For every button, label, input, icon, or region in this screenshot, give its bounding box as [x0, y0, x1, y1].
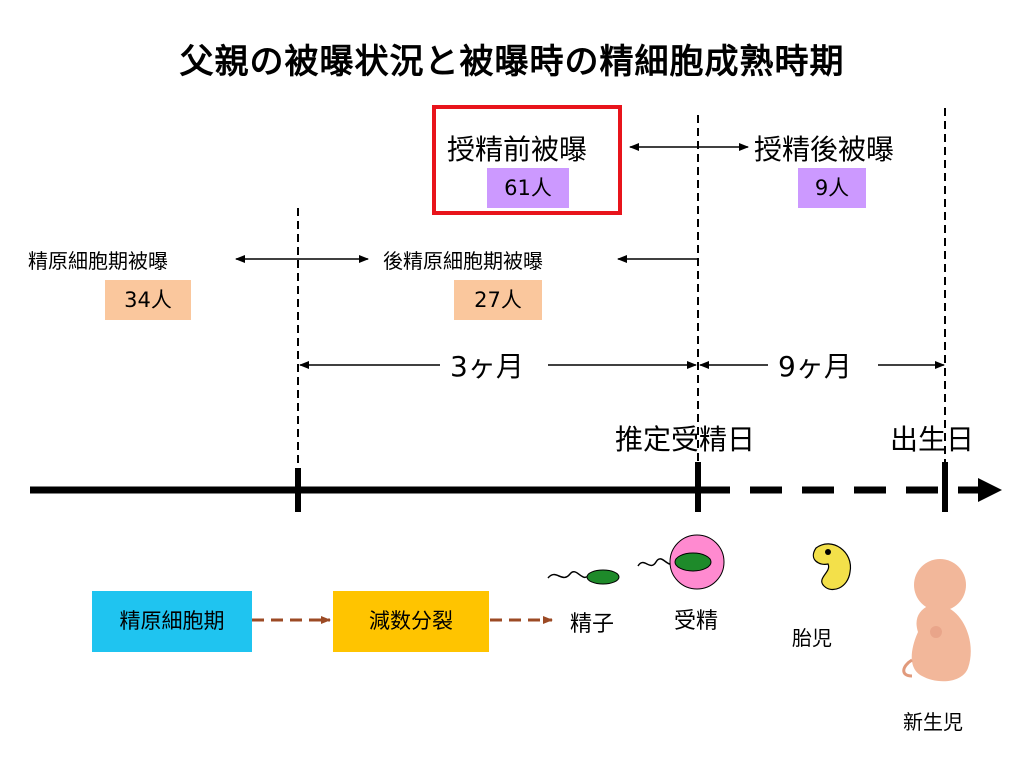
- fertilization-illustration: [637, 534, 725, 590]
- sperm-illustration: [547, 569, 620, 585]
- badge-pre-fertilization-count: 61人: [487, 168, 569, 208]
- box-meiosis: 減数分裂: [333, 591, 489, 652]
- label-newborn: 新生児: [903, 710, 963, 734]
- fetus-illustration: [812, 543, 852, 591]
- label-spermatogonia-exposure: 精原細胞期被曝: [28, 249, 168, 273]
- label-sperm: 精子: [570, 612, 615, 637]
- box-spermatogonia-stage: 精原細胞期: [92, 591, 252, 652]
- badge-post-fertilization-count: 9人: [798, 168, 866, 208]
- label-fetus: 胎児: [792, 626, 832, 650]
- label-post-spermatogonia-exposure: 後精原細胞期被曝: [383, 249, 543, 273]
- label-duration-3months: 3ヶ月: [450, 350, 524, 383]
- timeline-arrowhead: [978, 478, 1002, 502]
- label-duration-9months: 9ヶ月: [778, 350, 852, 383]
- highlight-frame-pre-fertilization: [432, 105, 622, 215]
- label-birth-date: 出生日: [890, 423, 975, 456]
- newborn-illustration: [902, 559, 971, 682]
- label-estimated-fertilization-date: 推定受精日: [615, 423, 756, 456]
- label-fertilization: 受精: [674, 609, 719, 634]
- label-pre-fertilization-exposure: 授精前被曝: [447, 133, 588, 166]
- badge-spermatogonia-count: 34人: [105, 280, 191, 320]
- page-title: 父親の被曝状況と被曝時の精細胞成熟時期: [179, 42, 845, 82]
- badge-post-spermatogonia-count: 27人: [454, 280, 542, 320]
- label-post-fertilization-exposure: 授精後被曝: [754, 133, 895, 166]
